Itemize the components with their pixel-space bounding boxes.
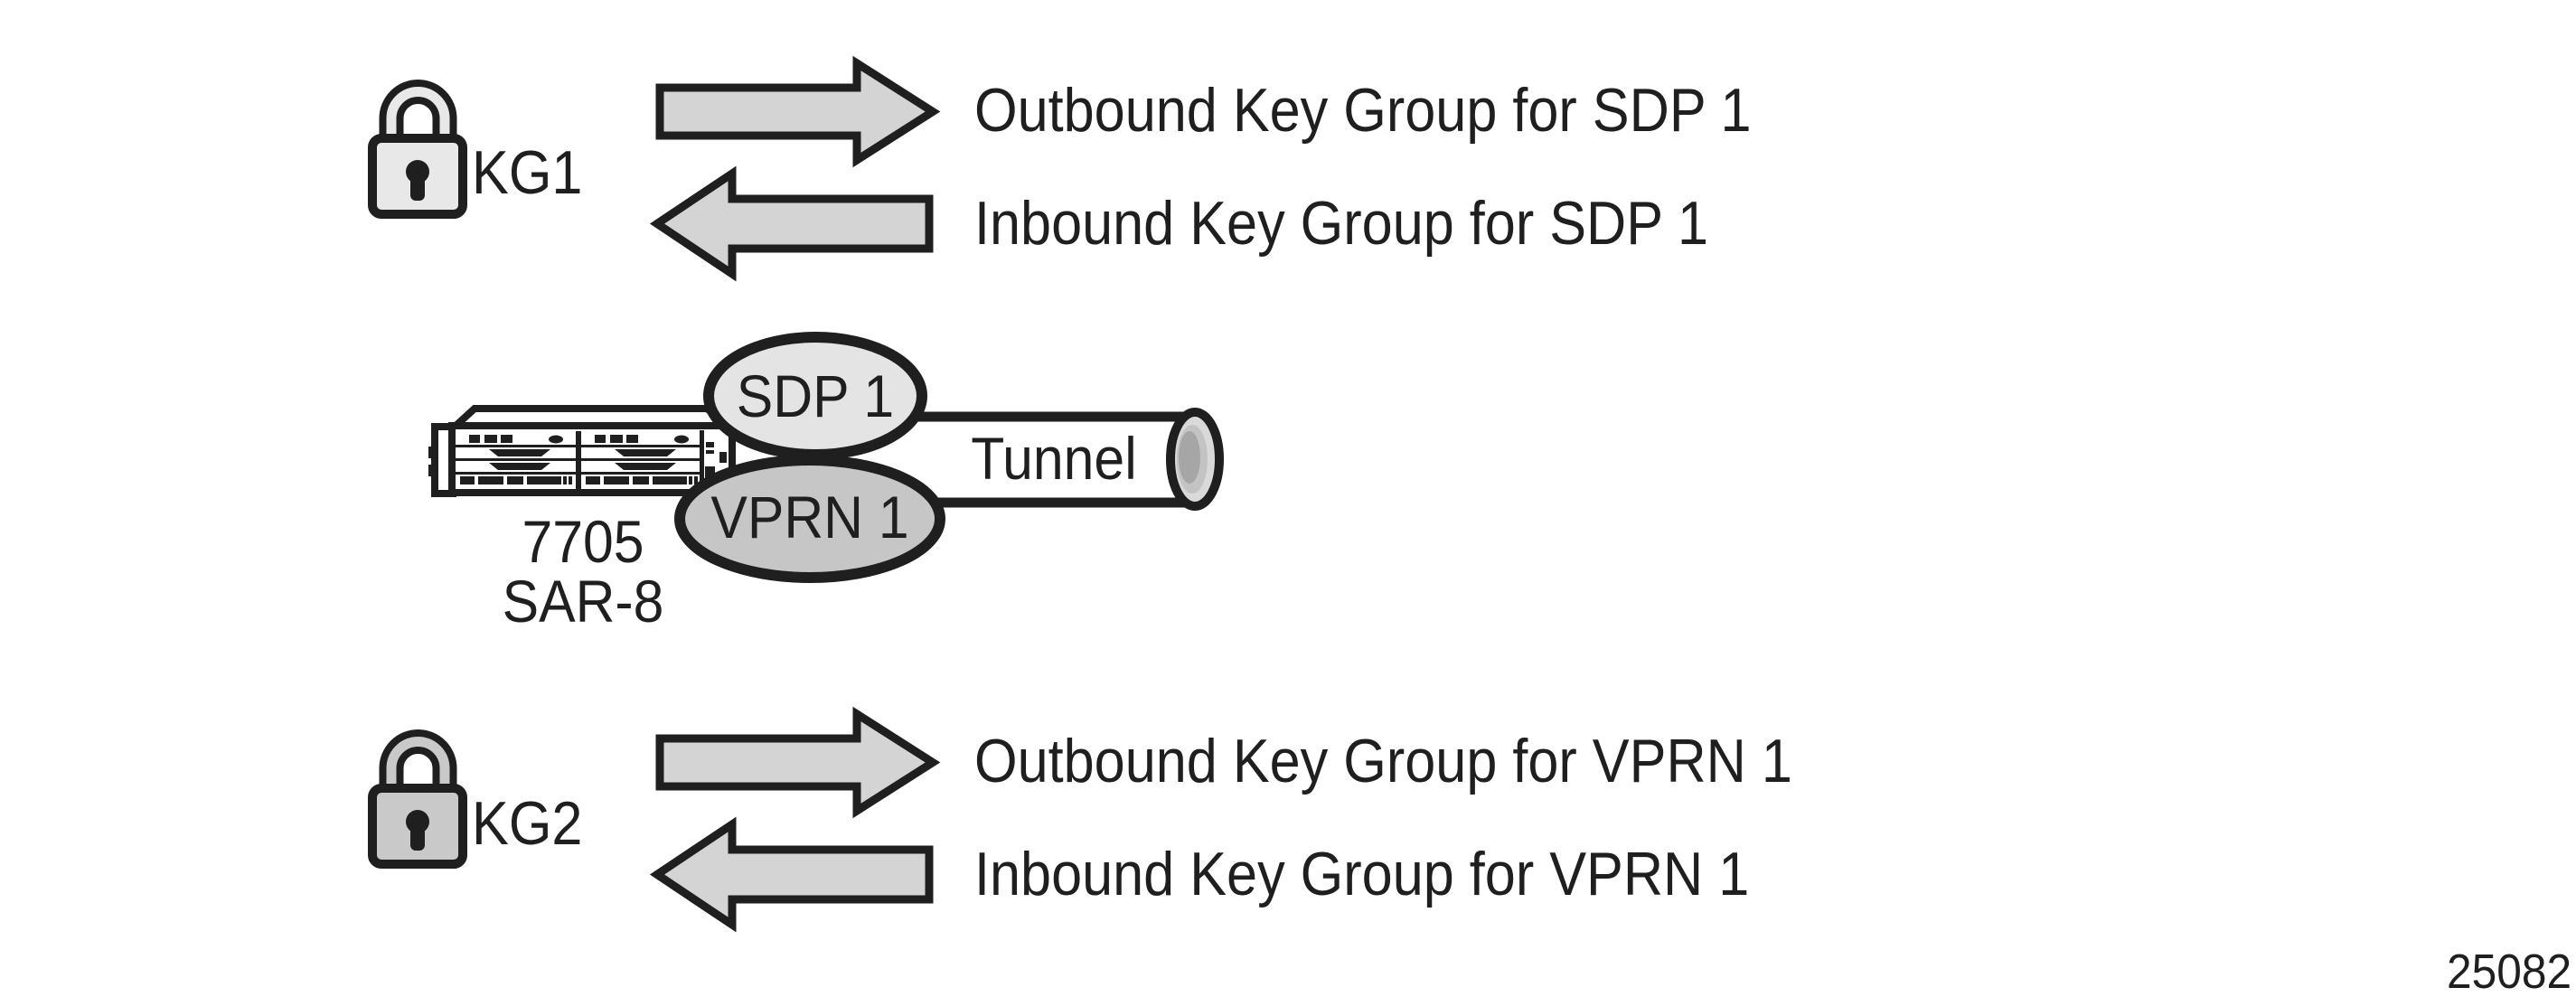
flange-notch	[428, 465, 437, 476]
kg1-label: KG1	[472, 138, 583, 207]
arrow-right-icon	[660, 714, 933, 811]
panel-detail	[705, 466, 715, 480]
arrow-left-icon	[657, 174, 929, 274]
panel-detail	[719, 452, 727, 463]
inbound-sdp-label: Inbound Key Group for SDP 1	[974, 189, 1708, 258]
sdp-ellipse	[703, 332, 927, 460]
padlock-shackle-highlight	[386, 737, 450, 793]
padlock-icon	[368, 80, 467, 219]
router-model-line2: SAR-8	[502, 568, 664, 635]
vprn-ellipse	[674, 455, 945, 583]
router-chassis-illustration	[428, 405, 743, 497]
tunnel-label: Tunnel	[971, 425, 1137, 492]
keyhole-icon	[406, 160, 429, 183]
outbound-vprn-label: Outbound Key Group for VPRN 1	[974, 727, 1792, 795]
inbound-vprn-label: Inbound Key Group for VPRN 1	[974, 840, 1750, 908]
keyhole-stem	[410, 177, 425, 201]
vprn-label: VPRN 1	[710, 484, 909, 550]
panel-detail	[706, 450, 714, 454]
padlock-shackle-highlight	[386, 87, 450, 143]
keyhole-icon	[406, 810, 429, 833]
chassis-divider	[700, 430, 704, 490]
flange-notch	[428, 447, 437, 458]
arrow-left-icon	[657, 824, 929, 925]
panel-detail	[706, 442, 714, 447]
arrow-right-icon	[660, 63, 933, 160]
chassis-divider	[576, 431, 581, 489]
padlock-icon	[368, 729, 467, 869]
sdp-label: SDP 1	[736, 362, 895, 429]
outbound-sdp-label: Outbound Key Group for SDP 1	[974, 76, 1752, 145]
tunnel-end-cap-hole	[1179, 431, 1200, 484]
router-model-line1: 7705	[522, 508, 644, 575]
figure-number: 25082	[2446, 945, 2571, 997]
router-model-label: 7705 SAR-8	[417, 512, 749, 631]
kg2-label: KG2	[472, 789, 583, 858]
keyhole-stem	[410, 827, 425, 851]
